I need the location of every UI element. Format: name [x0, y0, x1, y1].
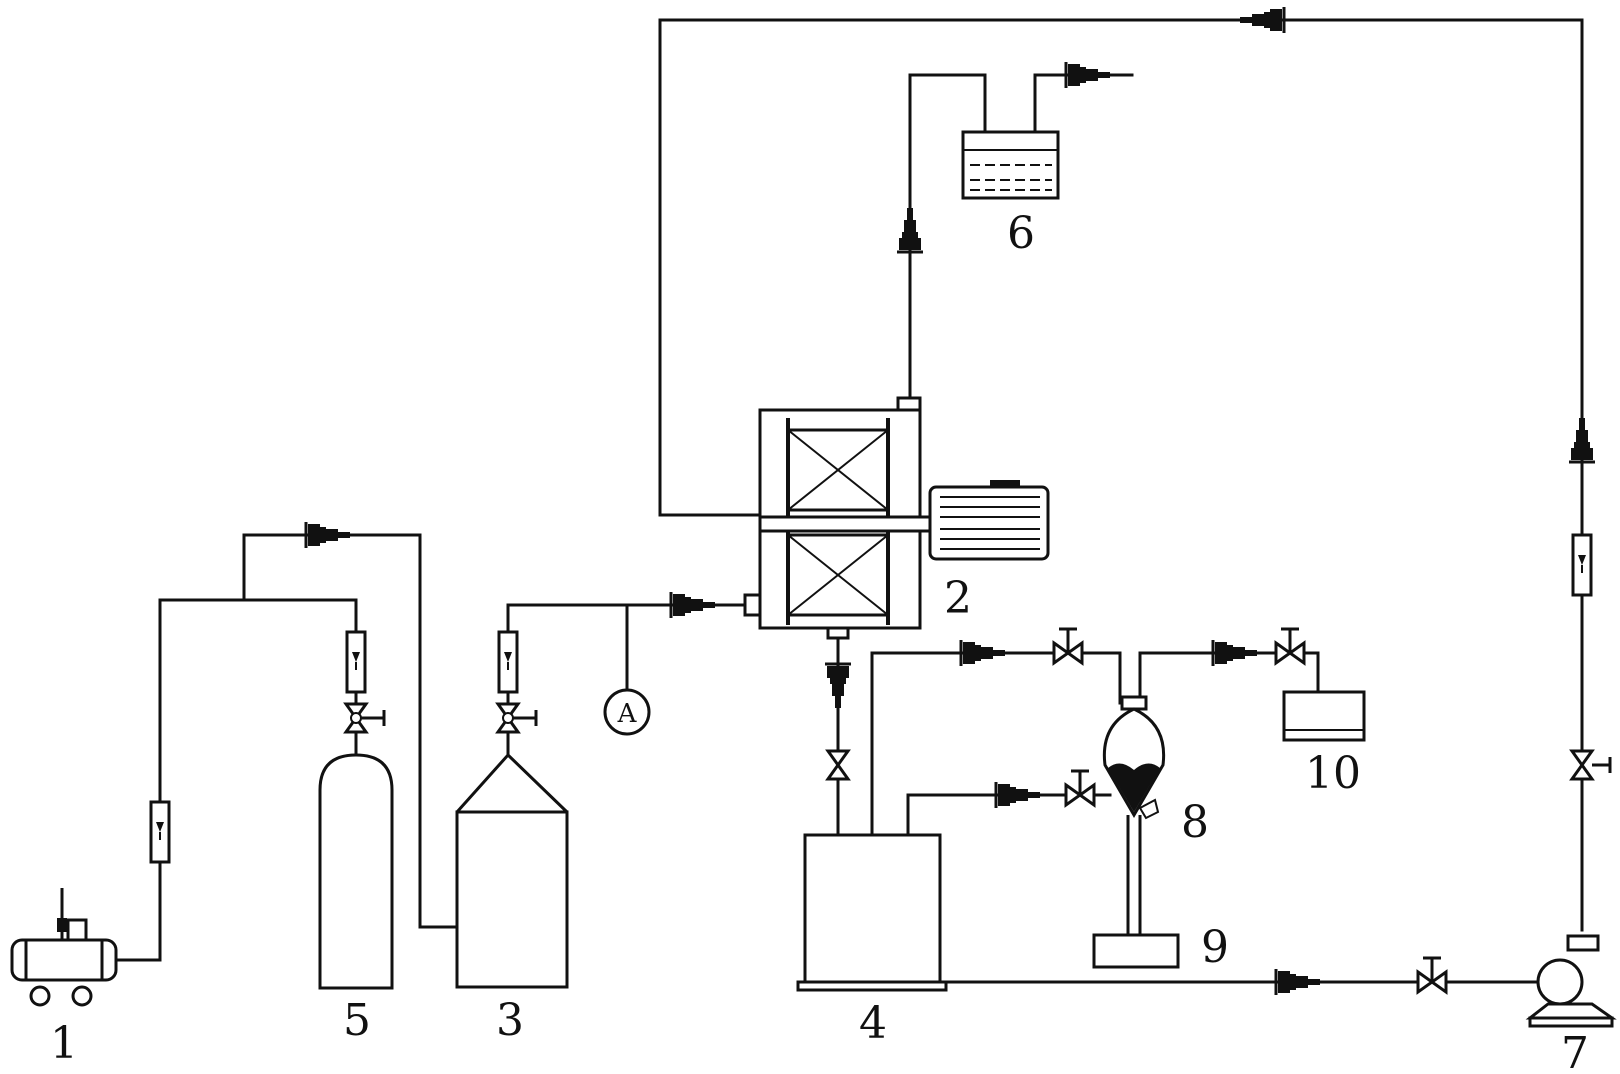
label-10: 10 — [1305, 748, 1361, 799]
check-valve-reactor-outlet — [895, 206, 925, 254]
pump-inlet-valve — [1416, 956, 1448, 994]
label-3: 3 — [496, 995, 524, 1046]
label-5: 5 — [343, 995, 371, 1046]
label-8: 8 — [1181, 797, 1209, 848]
tank4-inlet-valve — [825, 749, 851, 781]
check-valve-pump-inlet — [1274, 967, 1322, 997]
collector-10 — [1282, 690, 1366, 742]
tank3-valve — [495, 702, 538, 734]
rotameter-7 — [1571, 533, 1593, 597]
gas-cylinder — [318, 753, 394, 990]
check-valve-recycle-riser — [1567, 416, 1597, 464]
pipe-tank4-to-separator-lower — [906, 793, 1112, 837]
check-valve-tank4-inlet — [823, 662, 853, 710]
pressure-gauge: A — [603, 688, 651, 736]
label-7: 7 — [1561, 1028, 1589, 1074]
cylinder-valve — [343, 702, 386, 734]
label-6: 6 — [1007, 208, 1035, 259]
rotameter-3 — [497, 630, 519, 694]
circulation-pump — [1525, 934, 1617, 1028]
check-valve-collector10 — [1211, 638, 1259, 668]
check-valve-reactor-inlet — [669, 590, 717, 620]
collection-tank — [796, 833, 948, 992]
gauge-letter: A — [617, 699, 638, 729]
pipe-compressor-to-cylinder — [114, 598, 358, 962]
separator-inlet-valve — [1052, 627, 1084, 665]
check-valve-recycle-top — [1238, 5, 1286, 35]
rotameter-5 — [345, 630, 367, 694]
separatory-funnel — [1102, 695, 1166, 938]
check-valve-manifold — [304, 520, 352, 550]
collector10-valve — [1274, 627, 1306, 665]
pipe-reactor-to-absorber — [908, 73, 987, 400]
label-9: 9 — [1201, 922, 1229, 973]
check-valve-separator-inlet — [959, 638, 1007, 668]
pipe-tank3-to-reactor — [506, 603, 747, 635]
check-valve-separator-lower — [994, 780, 1042, 810]
absorber-bottle — [961, 130, 1060, 200]
rotameter-1 — [149, 800, 171, 864]
check-valve-vent — [1064, 60, 1112, 90]
separator-lower-valve — [1064, 769, 1096, 807]
feed-tank — [455, 752, 569, 989]
pipe-absorber-vent — [1033, 73, 1134, 134]
label-2: 2 — [944, 573, 972, 624]
pipe-manifold-to-tank3 — [242, 533, 459, 929]
reactor — [743, 396, 1050, 640]
air-compressor — [10, 888, 118, 1007]
riser-valve — [1569, 749, 1612, 781]
collector-9 — [1092, 933, 1180, 969]
label-1: 1 — [50, 1018, 78, 1069]
pipe-recycle-loop — [658, 18, 1584, 932]
label-4: 4 — [859, 998, 887, 1049]
